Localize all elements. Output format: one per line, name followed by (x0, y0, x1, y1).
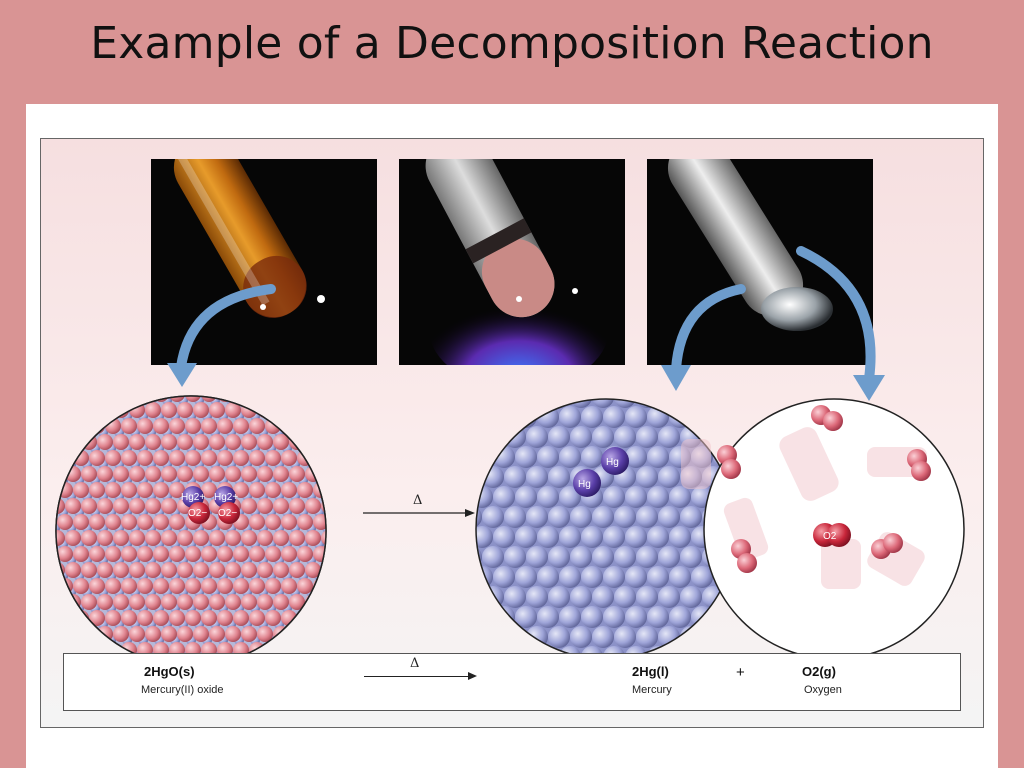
o2-label: O2 (823, 531, 837, 542)
reactant-formula: 2HgO(s) (144, 664, 195, 679)
ion-label-o-2: O2− (218, 508, 237, 519)
equation-box: 2HgO(s) Mercury(II) oxide Δ 2Hg(l) Mercu… (63, 653, 961, 711)
arrow-photo1-to-hgo (176, 284, 276, 372)
hg-atom-labels: Hg Hg (573, 447, 629, 497)
molecular-scene: Hg2+ Hg2+ O2− O2− Δ Hg Hg (55, 246, 965, 667)
ion-label-hg-1: Hg2+ (181, 492, 205, 503)
product2-formula: O2(g) (802, 664, 836, 679)
equation-arrow-head (468, 672, 477, 680)
hgo-ion-labels: Hg2+ Hg2+ O2− O2− (181, 486, 240, 524)
figure-frame: Hg2+ Hg2+ O2− O2− Δ Hg Hg (40, 138, 984, 728)
product1-name: Mercury (632, 684, 672, 696)
slide-title: Example of a Decomposition Reaction (90, 18, 934, 69)
micro-delta: Δ (413, 493, 422, 508)
hg-label-1: Hg (606, 457, 619, 468)
photo-mercury-test-tube (647, 159, 873, 365)
equation-arrow-line (364, 676, 469, 677)
plus-sign: + (736, 664, 745, 681)
ion-label-o-1: O2− (188, 508, 207, 519)
o2-molecules: O2 (681, 405, 931, 589)
product2-name: Oxygen (804, 684, 842, 696)
micro-arrow-head (465, 509, 475, 517)
product1-formula: 2Hg(l) (632, 664, 669, 679)
photo-heated-test-tube (399, 159, 625, 365)
ion-label-hg-2: Hg2+ (214, 492, 238, 503)
reactant-name: Mercury(II) oxide (141, 684, 224, 696)
hg-label-2: Hg (578, 479, 591, 490)
figure-card: Hg2+ Hg2+ O2− O2− Δ Hg Hg (26, 104, 998, 768)
equation-delta: Δ (410, 656, 420, 671)
